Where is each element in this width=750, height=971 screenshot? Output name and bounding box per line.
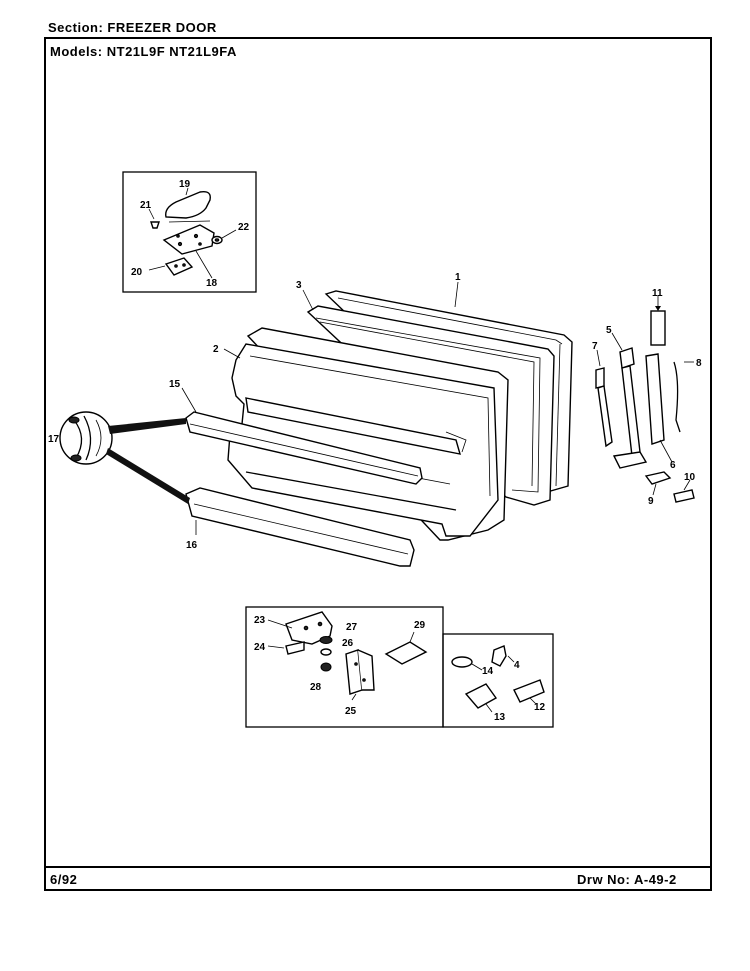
callout-12: 12 xyxy=(534,702,546,713)
part-7-pin xyxy=(595,367,605,389)
part-6-strip xyxy=(645,353,665,445)
part-29-bracket xyxy=(384,641,428,665)
callout-29: 29 xyxy=(414,620,426,631)
drawing-number: Drw No: A-49-2 xyxy=(577,872,677,887)
part-20-plate xyxy=(164,257,194,276)
callout-14: 14 xyxy=(482,666,494,677)
callout-18: 18 xyxy=(206,278,218,289)
callout-27: 27 xyxy=(346,622,358,633)
callout-5: 5 xyxy=(606,325,612,336)
hinge-parts xyxy=(595,296,695,503)
part-19-cover xyxy=(165,190,211,219)
callout-1: 1 xyxy=(455,272,461,283)
part-17-detail-circle xyxy=(59,411,113,465)
part-14-plug xyxy=(451,656,473,668)
part-5-arm xyxy=(621,365,641,458)
part-9-clip xyxy=(644,471,672,485)
inset-handle-parts xyxy=(442,633,554,728)
section-value: FREEZER DOOR xyxy=(107,20,217,35)
callout-2: 2 xyxy=(213,344,219,355)
section-heading: Section: FREEZER DOOR xyxy=(48,20,217,35)
callout-7: 7 xyxy=(592,341,598,352)
detail-leader-lower xyxy=(106,448,190,504)
liner-upper-shelf xyxy=(245,397,461,455)
inset-box-handle xyxy=(442,633,554,728)
callout-15: 15 xyxy=(169,379,181,390)
part-15-shelf-rail xyxy=(185,411,423,485)
inset-trim-parts xyxy=(122,171,257,293)
drawing-date: 6/92 xyxy=(50,872,78,887)
callout-labels: 1 2 3 4 5 6 7 8 9 10 11 12 13 14 15 16 1… xyxy=(48,179,702,723)
callout-8: 8 xyxy=(696,358,702,369)
inset-box-trim xyxy=(122,171,257,293)
drawing-number-label: Drw No: xyxy=(577,872,631,887)
part-21-screw xyxy=(150,221,160,229)
part-27-washer xyxy=(319,636,333,644)
callout-6: 6 xyxy=(670,460,676,471)
callout-25: 25 xyxy=(345,706,357,717)
callout-28: 28 xyxy=(310,682,322,693)
upper-shelf-rail xyxy=(181,387,423,485)
lower-shelf-rail xyxy=(185,487,415,567)
part-23-hinge xyxy=(285,611,333,645)
callout-26: 26 xyxy=(342,638,354,649)
part-7-arm xyxy=(597,385,613,448)
callout-17: 17 xyxy=(48,434,60,445)
part-4-bumper xyxy=(491,645,507,667)
part-28-nut xyxy=(320,662,332,672)
diagram-frame xyxy=(44,37,712,891)
part-24-shim xyxy=(285,641,305,655)
callout-11: 11 xyxy=(652,288,663,299)
footer-divider xyxy=(44,866,712,868)
part-10-pad xyxy=(673,489,695,503)
part-8-wire xyxy=(673,361,681,433)
callout-20: 20 xyxy=(131,267,143,278)
callout-19: 19 xyxy=(179,179,191,190)
callout-9: 9 xyxy=(648,496,654,507)
model-number-2: NT21L9FA xyxy=(169,44,237,59)
inset-hinge-hardware xyxy=(245,606,444,728)
part-12-cover xyxy=(513,679,545,703)
detail-leader-upper xyxy=(108,418,186,434)
part-13-cover xyxy=(464,683,498,709)
drawing-number-value: A-49-2 xyxy=(633,872,677,887)
callout-23: 23 xyxy=(254,615,266,626)
part-16-shelf-rail xyxy=(185,487,415,567)
callout-3: 3 xyxy=(296,280,302,291)
model-number-1: NT21L9F xyxy=(106,44,166,59)
callout-10: 10 xyxy=(684,472,696,483)
callout-4: 4 xyxy=(514,660,520,671)
models-label: Models: xyxy=(50,44,103,59)
part-26-spacer xyxy=(320,648,332,656)
callout-13: 13 xyxy=(494,712,506,723)
callout-24: 24 xyxy=(254,642,266,653)
part-18-bracket xyxy=(162,224,215,255)
callout-16: 16 xyxy=(186,540,198,551)
callout-22: 22 xyxy=(238,222,250,233)
section-label: Section: xyxy=(48,20,104,35)
rail-end-detail xyxy=(59,411,190,504)
door-inner-liner xyxy=(223,327,509,541)
callout-21: 21 xyxy=(140,200,152,211)
part-2-liner-face xyxy=(227,343,499,537)
part-11-cap xyxy=(650,310,666,346)
hinge-foot xyxy=(612,451,648,469)
part-5-bracket xyxy=(619,347,635,369)
models-heading: Models: NT21L9F NT21L9FA xyxy=(50,44,237,59)
